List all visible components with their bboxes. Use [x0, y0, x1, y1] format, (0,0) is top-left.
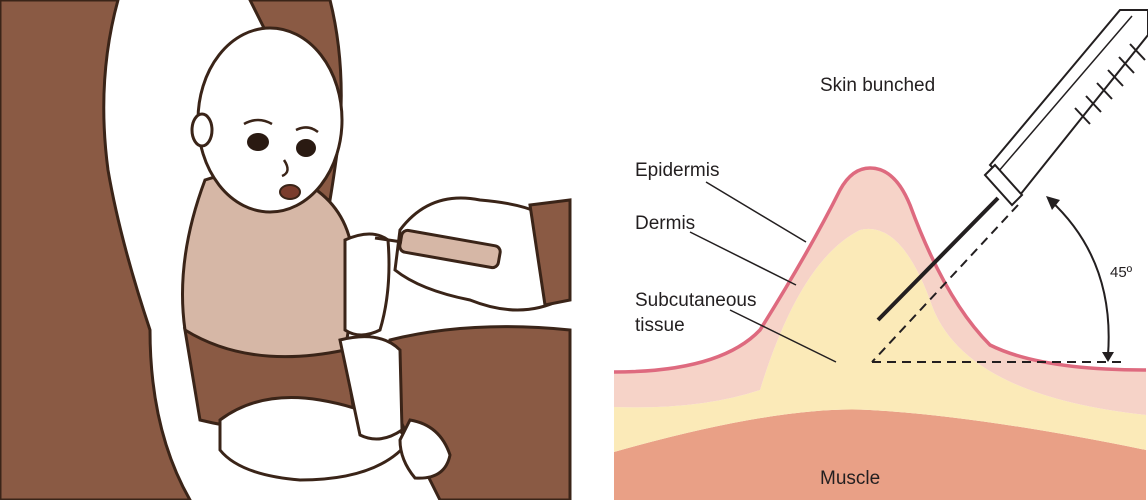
baby-head: [198, 28, 342, 212]
baby-ear: [192, 114, 212, 146]
baby-mouth: [280, 185, 300, 199]
baby-eye-right: [296, 139, 316, 157]
epidermis-leader: [706, 182, 806, 242]
baby-eye-left: [247, 133, 269, 151]
angle-arrow-bottom: [1102, 352, 1114, 362]
label-epidermis: Epidermis: [635, 160, 719, 181]
angle-arc: [1050, 200, 1109, 355]
baby-arm: [345, 234, 389, 335]
label-subcutaneous-line2: tissue: [635, 315, 685, 336]
label-angle: 45º: [1110, 264, 1133, 281]
heading-skin-bunched: Skin bunched: [820, 75, 935, 96]
label-subcutaneous-line1: Subcutaneous: [635, 290, 757, 311]
label-muscle: Muscle: [820, 468, 880, 489]
label-dermis: Dermis: [635, 213, 695, 234]
dermis-leader: [690, 232, 796, 285]
syringe-inner-line: [998, 16, 1132, 172]
syringe-body: [990, 10, 1148, 195]
baby-vaccination-illustration: [0, 0, 570, 500]
skin-diagram: Skin bunched Epidermis Dermis Subcutaneo…: [614, 10, 1148, 500]
